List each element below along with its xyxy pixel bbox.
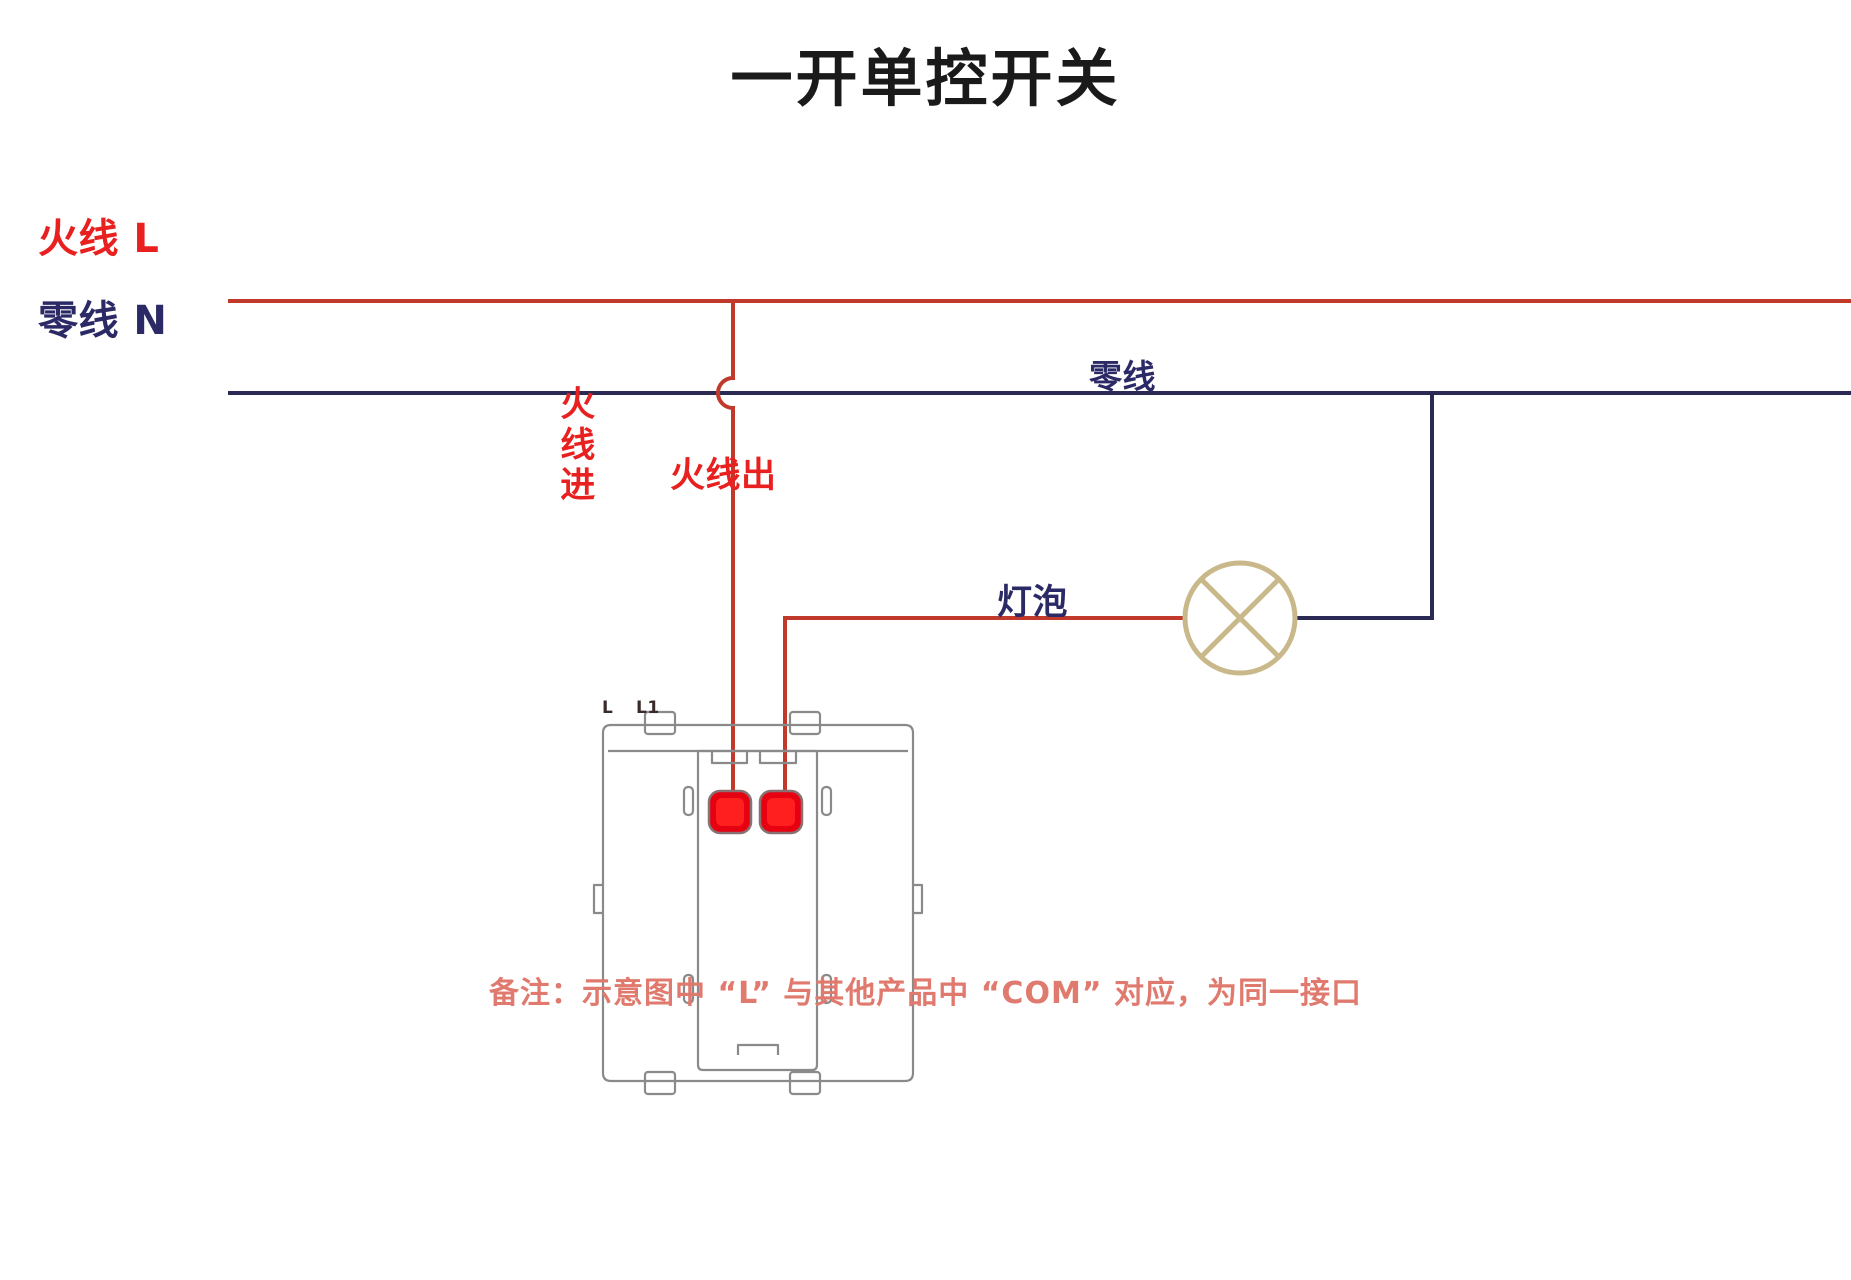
footnote-text: 备注：示意图中 “L” 与其他产品中 “COM” 对应，为同一接口 [489, 976, 1362, 1011]
terminal-label-l1: L1 [636, 698, 660, 718]
live-line-label: 火线 L [38, 216, 160, 262]
page-title: 一开单控开关 [730, 42, 1121, 115]
switch-body [592, 710, 924, 1096]
neutral-branch-label: 零线 [1089, 357, 1156, 396]
bulb-label: 灯泡 [997, 583, 1069, 623]
terminal-label-l: L [602, 698, 614, 718]
bulb-symbol [1182, 560, 1298, 676]
neutral-line-label: 零线 N [38, 298, 168, 344]
neutral-branch-wire [1295, 393, 1434, 620]
terminal-screws [707, 789, 804, 835]
live-drop-wire [716, 301, 735, 790]
live-out-label: 火线出 [670, 456, 777, 496]
live-out-wire [783, 616, 1185, 790]
live-in-label: 火线进 [560, 385, 596, 507]
